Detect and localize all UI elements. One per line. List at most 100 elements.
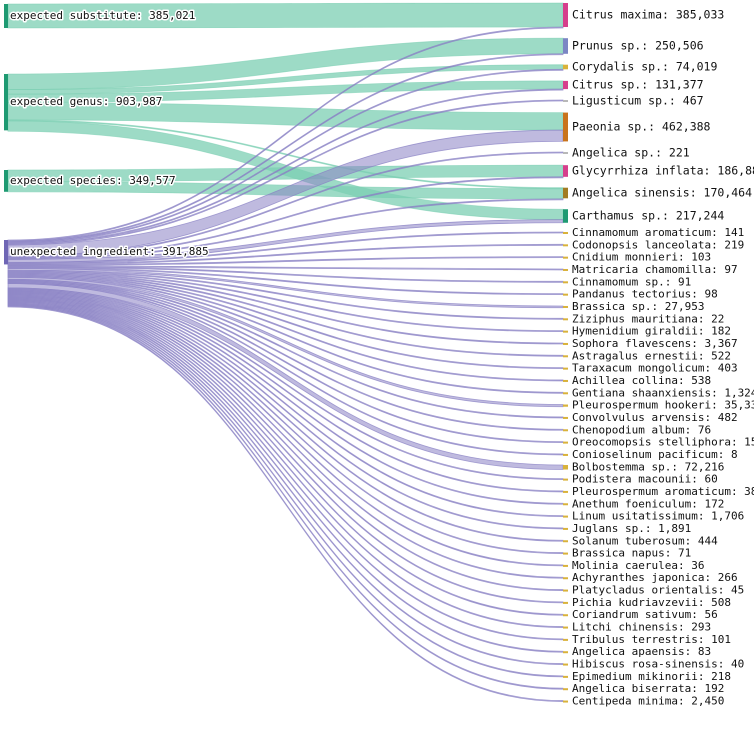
target-node-13 (563, 268, 568, 271)
source-label-genus: expected genus: 903,987 (10, 95, 162, 108)
sankey-links (7, 2, 564, 702)
target-node-4 (563, 100, 568, 102)
target-label-48: Centipeda minima: 2,450 (572, 695, 724, 708)
target-label-29: Bolbostemma sp.: 72,216 (572, 460, 724, 473)
source-node-substitute (4, 4, 8, 29)
target-label-1: Prunus sp.: 250,506 (572, 39, 704, 53)
target-node-5 (563, 112, 568, 142)
target-label-30: Podistera macounii: 60 (572, 473, 718, 486)
target-node-7 (563, 165, 568, 177)
target-label-41: Coriandrum sativum: 56 (572, 608, 718, 621)
target-label-44: Angelica apaensis: 83 (572, 645, 711, 658)
target-label-25: Convolvulus arvensis: 482 (572, 411, 738, 424)
target-node-28 (563, 453, 568, 456)
target-label-6: Angelica sp.: 221 (572, 146, 690, 160)
target-label-10: Cinnamomum aromaticum: 141 (572, 226, 744, 239)
target-label-40: Pichia kudriavzevii: 508 (572, 596, 731, 609)
target-node-33 (563, 515, 568, 518)
target-node-41 (563, 614, 568, 617)
target-label-47: Angelica biserrata: 192 (572, 682, 724, 695)
target-label-34: Juglans sp.: 1,891 (572, 522, 691, 535)
target-node-8 (563, 187, 568, 199)
target-node-42 (563, 626, 568, 629)
target-label-11: Codonopsis lanceolata: 219 (572, 238, 744, 251)
target-label-3: Citrus sp.: 131,377 (572, 78, 704, 92)
target-label-27: Oreocomopsis stelliphora: 15 (572, 436, 754, 449)
target-node-31 (563, 490, 568, 493)
link-unexpected-46 (7, 303, 564, 678)
target-label-5: Paeonia sp.: 462,388 (572, 120, 711, 134)
target-node-6 (563, 152, 568, 154)
target-node-22 (563, 379, 568, 382)
target-node-1 (563, 38, 568, 54)
target-label-45: Hibiscus rosa-sinensis: 40 (572, 658, 744, 671)
target-label-8: Angelica sinensis: 170,464 (572, 186, 752, 200)
target-node-25 (563, 416, 568, 419)
target-label-33: Linum usitatissimum: 1,706 (572, 510, 744, 523)
target-node-15 (563, 293, 568, 296)
target-node-36 (563, 552, 568, 555)
link-unexpected-29 (7, 283, 564, 470)
link-unexpected-0 (7, 26, 564, 242)
target-node-27 (563, 441, 568, 444)
link-unexpected-3 (7, 88, 564, 245)
link-unexpected-43 (7, 300, 564, 641)
target-label-7: Glycyrrhiza inflata: 186,889 (572, 164, 754, 178)
target-node-9 (563, 209, 568, 223)
target-label-46: Epimedium mikinorii: 218 (572, 670, 731, 683)
target-label-2: Corydalis sp.: 74,019 (572, 60, 717, 74)
target-node-26 (563, 429, 568, 432)
target-node-2 (563, 64, 568, 70)
target-node-19 (563, 342, 568, 345)
target-node-16 (563, 305, 568, 308)
target-label-13: Matricaria chamomilla: 97 (572, 263, 738, 276)
target-node-47 (563, 688, 568, 691)
target-node-29 (563, 465, 568, 470)
target-node-12 (563, 256, 568, 259)
target-node-32 (563, 503, 568, 506)
link-unexpected-2 (7, 68, 564, 244)
target-node-23 (563, 392, 568, 395)
target-node-14 (563, 281, 568, 284)
target-node-39 (563, 589, 568, 592)
link-unexpected-1 (7, 53, 564, 243)
target-label-26: Chenopodium album: 76 (572, 423, 711, 436)
target-label-0: Citrus maxima: 385,033 (572, 8, 724, 22)
target-label-22: Achillea collina: 538 (572, 374, 711, 387)
target-node-10 (563, 232, 568, 234)
target-label-15: Pandanus tectorius: 98 (572, 288, 718, 301)
target-node-0 (563, 2, 568, 28)
source-label-substitute: expected substitute: 385,021 (10, 9, 195, 22)
target-node-40 (563, 601, 568, 604)
target-label-21: Taraxacum mongolicum: 403 (572, 362, 738, 375)
source-node-species (4, 170, 8, 192)
target-label-20: Astragalus ernestii: 522 (572, 349, 731, 362)
source-label-species: expected species: 349,577 (10, 174, 176, 187)
target-node-48 (563, 700, 568, 703)
target-label-4: Ligusticum sp.: 467 (572, 94, 704, 108)
target-label-19: Sophora flavescens: 3,367 (572, 337, 738, 350)
target-label-38: Achyranthes japonica: 266 (572, 571, 738, 584)
source-node-genus (4, 74, 8, 131)
link-unexpected-7 (7, 176, 564, 259)
target-node-17 (563, 318, 568, 321)
link-unexpected-8 (7, 198, 564, 260)
target-node-35 (563, 540, 568, 543)
target-node-45 (563, 663, 568, 666)
target-label-32: Anethum foeniculum: 172 (572, 497, 724, 510)
target-node-11 (563, 244, 568, 247)
target-node-43 (563, 638, 568, 641)
target-nodes (563, 2, 568, 703)
target-node-38 (563, 577, 568, 580)
target-node-34 (563, 527, 568, 530)
source-label-unexpected: unexpected ingredient: 391,885 (10, 245, 209, 258)
node-labels: expected substitute: 385,021 expected gen… (9, 8, 754, 708)
link-unexpected-40 (7, 297, 564, 604)
target-label-12: Cnidium monnieri: 103 (572, 251, 711, 264)
target-node-44 (563, 651, 568, 654)
target-label-43: Tribulus terrestris: 101 (572, 633, 731, 646)
target-label-37: Molinia caerulea: 36 (572, 559, 704, 572)
target-label-18: Hymenidium giraldii: 182 (572, 325, 731, 338)
target-label-9: Carthamus sp.: 217,244 (572, 209, 724, 223)
target-label-35: Solanum tuberosum: 444 (572, 534, 718, 547)
